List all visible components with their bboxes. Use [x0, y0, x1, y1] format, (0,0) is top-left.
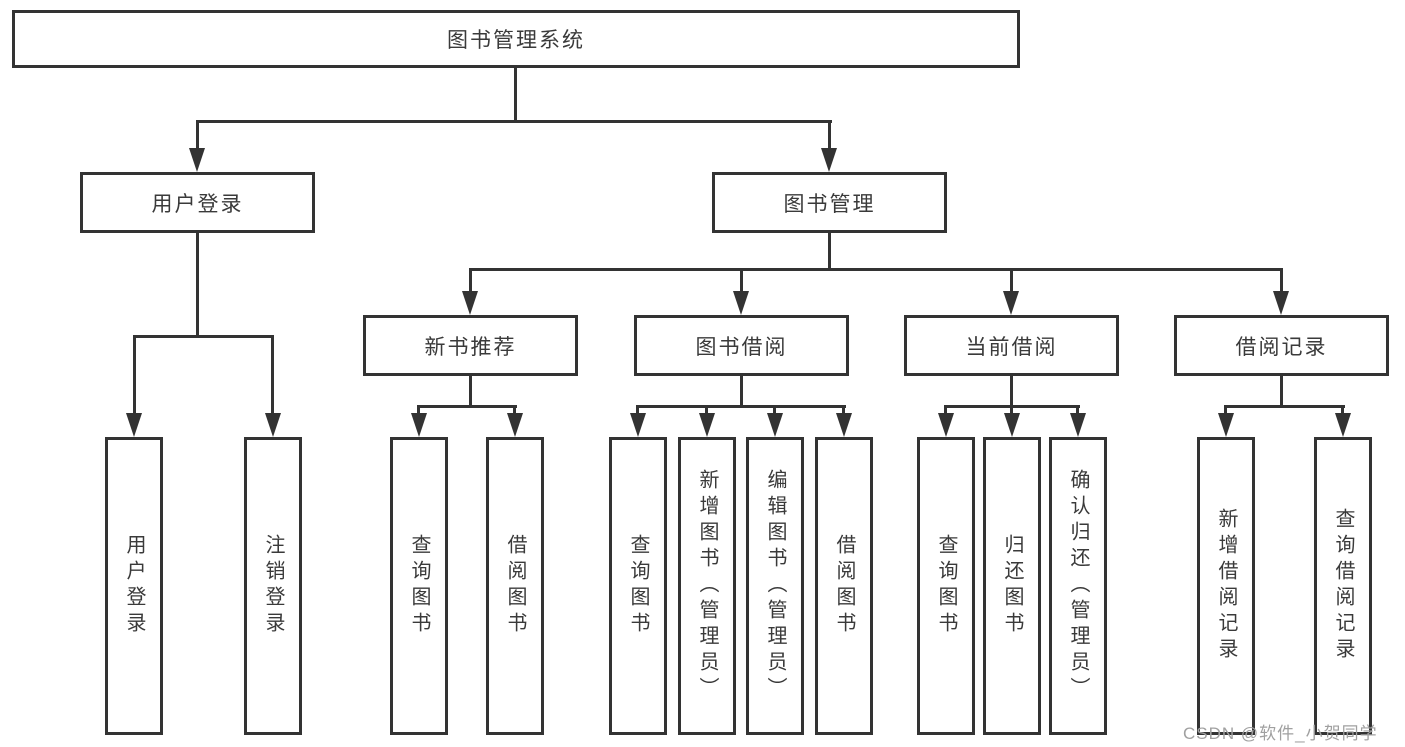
connector-line-v: [133, 335, 136, 415]
node-user-login: 用户登录: [80, 172, 315, 233]
leaf-cb-return-books: 归还图书: [983, 437, 1041, 735]
arrow-down-icon: [938, 413, 954, 437]
arrow-down-icon: [1335, 413, 1351, 437]
connector-line-v: [944, 405, 947, 417]
leaf-bb-edit-book-admin: 编辑图书（管理员）: [746, 437, 804, 735]
connector-line-v: [1010, 268, 1013, 294]
connector-line-v: [514, 67, 517, 123]
arrow-down-icon: [1003, 291, 1019, 315]
arrow-down-icon: [699, 413, 715, 437]
csdn-watermark: CSDN @软件_小贺同学: [1183, 724, 1378, 743]
connector-line-v: [469, 268, 472, 294]
node-book-management: 图书管理: [712, 172, 947, 233]
leaf-nb-borrow-books: 借阅图书: [486, 437, 544, 735]
connector-line-v: [636, 405, 639, 417]
connector-line-h: [196, 120, 832, 123]
arrow-down-icon: [126, 413, 142, 437]
connector-line-v: [1076, 405, 1079, 417]
connector-line-v: [828, 232, 831, 271]
leaf-bb-query-books: 查询图书: [609, 437, 667, 735]
connector-line-v: [842, 405, 845, 417]
arrow-down-icon: [507, 413, 523, 437]
arrow-down-icon: [1273, 291, 1289, 315]
arrow-down-icon: [1218, 413, 1234, 437]
connector-line-v: [740, 375, 743, 408]
connector-line-v: [417, 405, 420, 417]
connector-line-v: [1010, 405, 1013, 417]
arrow-down-icon: [836, 413, 852, 437]
connector-line-v: [740, 268, 743, 294]
leaf-cb-query-books: 查询图书: [917, 437, 975, 735]
leaf-br-add-record: 新增借阅记录: [1197, 437, 1255, 735]
connector-line-v: [469, 375, 472, 408]
arrow-down-icon: [1004, 413, 1020, 437]
arrow-down-icon: [462, 291, 478, 315]
connector-line-v: [271, 335, 274, 415]
connector-line-v: [1341, 405, 1344, 417]
connector-line-v: [773, 405, 776, 417]
arrow-down-icon: [1070, 413, 1086, 437]
arrow-down-icon: [411, 413, 427, 437]
connector-line-h: [636, 405, 846, 408]
node-new-book-recommend: 新书推荐: [363, 315, 578, 376]
connector-line-h: [1224, 405, 1345, 408]
leaf-user-login: 用户登录: [105, 437, 163, 735]
connector-line-h: [133, 335, 274, 338]
arrow-down-icon: [265, 413, 281, 437]
arrow-down-icon: [821, 148, 837, 172]
connector-line-v: [705, 405, 708, 417]
arrow-down-icon: [189, 148, 205, 172]
connector-line-v: [1280, 268, 1283, 294]
connector-line-v: [1224, 405, 1227, 417]
connector-line-v: [1280, 375, 1283, 408]
leaf-bb-add-book-admin: 新增图书（管理员）: [678, 437, 736, 735]
connector-line-h: [417, 405, 517, 408]
node-root: 图书管理系统: [12, 10, 1020, 68]
node-borrowing-records: 借阅记录: [1174, 315, 1389, 376]
connector-line-v: [513, 405, 516, 417]
arrow-down-icon: [733, 291, 749, 315]
connector-line-h: [469, 268, 1283, 271]
connector-line-v: [1010, 375, 1013, 408]
leaf-cb-confirm-return-admin: 确认归还（管理员）: [1049, 437, 1107, 735]
connector-line-v: [828, 120, 831, 150]
connector-line-v: [196, 232, 199, 337]
leaf-logout: 注销登录: [244, 437, 302, 735]
node-current-borrowing: 当前借阅: [904, 315, 1119, 376]
leaf-nb-query-books: 查询图书: [390, 437, 448, 735]
leaf-br-query-record: 查询借阅记录: [1314, 437, 1372, 735]
arrow-down-icon: [630, 413, 646, 437]
leaf-bb-borrow-books: 借阅图书: [815, 437, 873, 735]
connector-line-v: [196, 120, 199, 150]
node-book-borrowing: 图书借阅: [634, 315, 849, 376]
arrow-down-icon: [767, 413, 783, 437]
